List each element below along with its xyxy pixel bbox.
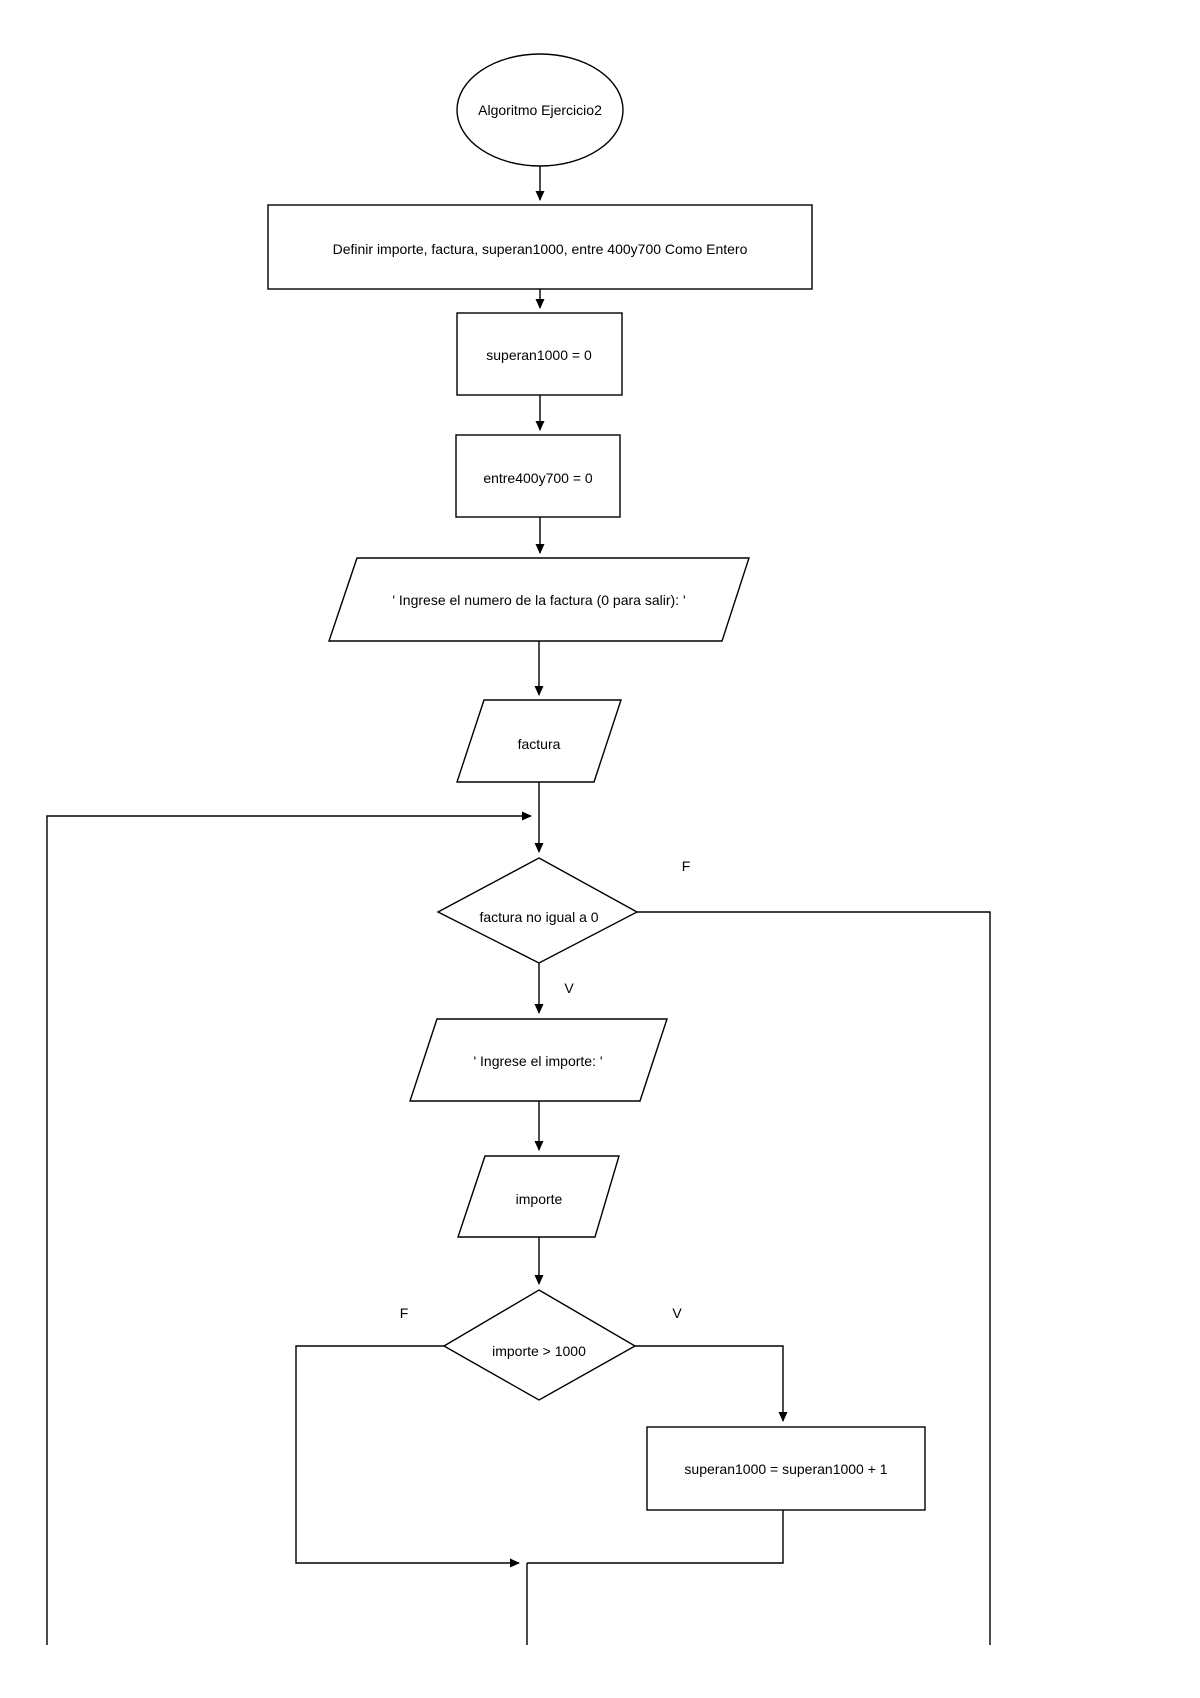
- loop-condition-decision-shape: [436, 857, 639, 964]
- loop-condition-decision-label: factura no igual a 0: [479, 909, 598, 925]
- loop-false-branch-label: F: [682, 858, 691, 874]
- read-factura-io-label: factura: [518, 736, 561, 752]
- read-factura-io-shape: [456, 699, 622, 783]
- connector-loop-false-exit: [637, 911, 991, 1645]
- connector-increment-return: [527, 1510, 784, 1564]
- if-false-branch-label: F: [400, 1305, 409, 1321]
- prompt-importe-io-label: ' Ingrese el importe: ': [473, 1053, 602, 1069]
- connector-loop-return-left: [46, 811, 532, 1645]
- loop-true-branch-label: V: [564, 980, 574, 996]
- init-entre400y700-label: entre400y700 = 0: [483, 470, 593, 486]
- declare-process-shape: [267, 204, 813, 290]
- increment-superan1000-shape: [646, 1426, 926, 1511]
- init-superan1000-label: superan1000 = 0: [486, 347, 592, 363]
- prompt-factura-io-shape: [328, 557, 750, 642]
- increment-superan1000-label: superan1000 = superan1000 + 1: [684, 1461, 887, 1477]
- if-true-branch-label: V: [672, 1305, 682, 1321]
- prompt-importe-io-shape: [409, 1018, 668, 1102]
- connector-if-true-branch: [635, 1345, 788, 1422]
- start-terminator-shape: [456, 53, 624, 167]
- start-terminator-label: Algoritmo Ejercicio2: [478, 102, 602, 118]
- init-entre400y700-shape: [455, 434, 621, 518]
- read-importe-io-shape: [457, 1155, 620, 1238]
- if-condition-decision-label: importe > 1000: [492, 1343, 586, 1359]
- declare-process-label: Definir importe, factura, superan1000, e…: [333, 241, 748, 257]
- init-superan1000-shape: [456, 312, 623, 396]
- if-condition-decision-shape: [442, 1289, 637, 1401]
- read-importe-io-label: importe: [516, 1191, 563, 1207]
- prompt-factura-io-label: ' Ingrese el numero de la factura (0 par…: [392, 592, 685, 608]
- connector-if-false-branch: [295, 1345, 520, 1568]
